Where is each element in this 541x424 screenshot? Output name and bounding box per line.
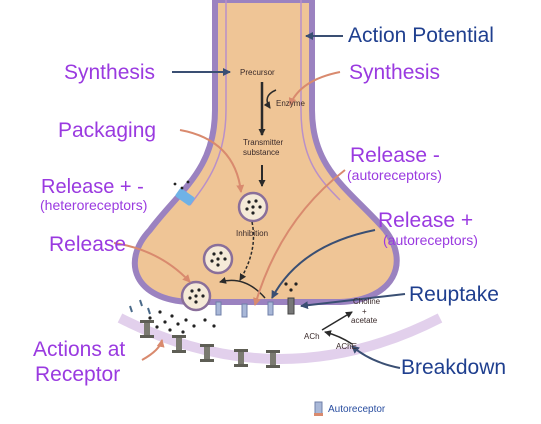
label-synthesis-left: Synthesis [64, 61, 156, 84]
autoreceptor-icon [215, 301, 222, 316]
inner-inhibition: Inhibition [236, 229, 269, 238]
label-actions-at: Actions at [33, 338, 126, 361]
postsynaptic-receptor [266, 350, 280, 368]
autoreceptor-feedback-arrow [219, 277, 266, 299]
inner-transmitter-2: substance [243, 148, 280, 157]
inner-ach: ACh [304, 332, 320, 341]
label-heteroreceptors: (heteroreceptors) [40, 197, 148, 213]
axon-inner-line-right [300, 0, 341, 201]
reuptake-arrow [300, 293, 406, 310]
inner-acetate: acetate [351, 316, 378, 325]
inner-plus: + [362, 307, 367, 316]
label-synthesis-right: Synthesis [349, 61, 441, 84]
vesicle [202, 243, 234, 275]
label-receptor: Receptor [35, 363, 121, 386]
released-transmitter [148, 180, 216, 334]
enzyme-arrow [263, 89, 277, 109]
release-plus-arrow [271, 229, 376, 299]
postsynaptic-receptor [234, 349, 248, 367]
inner-transmitter-1: Transmitter [243, 138, 284, 147]
heteroreceptor [175, 188, 195, 206]
label-release: Release [49, 233, 127, 256]
postsynaptic-receptor [172, 335, 186, 353]
autoreceptor-icon [267, 301, 274, 316]
label-autoreceptors-1: (autoreceptors) [347, 167, 442, 183]
breakdown-arrow [351, 345, 401, 369]
actions-at-receptor-arrow [141, 339, 165, 361]
vesicle [237, 191, 269, 223]
label-release-minus: Release - [350, 144, 440, 167]
ach-to-choline-arrow [321, 311, 353, 331]
label-release-plus: Release + [378, 209, 474, 232]
axon-inner-line-left [189, 0, 227, 206]
inhibition-arrow [239, 221, 255, 281]
label-packaging: Packaging [58, 119, 157, 142]
ache-breakdown-arrow [324, 330, 353, 345]
postsynaptic-receptor [140, 320, 154, 338]
autoreceptor-icon [241, 303, 248, 318]
inner-choline: Choline [353, 297, 381, 306]
transmitter-fragments [129, 299, 151, 315]
legend-autoreceptor-icon [314, 401, 323, 416]
reuptake-particles [284, 282, 298, 292]
release-arrow [113, 242, 191, 283]
inner-enzyme: Enzyme [276, 99, 305, 108]
label-release-hetero: Release + - [41, 176, 144, 198]
label-reuptake: Reuptake [409, 283, 499, 306]
label-action-potential: Action Potential [348, 24, 494, 47]
inner-ache: AChE [336, 342, 357, 351]
label-autoreceptors-2: (autoreceptors) [383, 232, 478, 248]
inner-precursor: Precursor [240, 68, 275, 77]
label-breakdown: Breakdown [401, 356, 507, 379]
postsynaptic-membrane [117, 313, 443, 364]
vesicle [180, 280, 212, 312]
packaging-arrow [179, 129, 245, 193]
release-minus-arrow [253, 169, 346, 306]
postsynaptic-receptor [200, 344, 214, 362]
synthesis-right-arrow [288, 71, 341, 106]
reuptake-transporter [287, 297, 295, 315]
legend-autoreceptor-label: Autoreceptor [328, 404, 386, 415]
